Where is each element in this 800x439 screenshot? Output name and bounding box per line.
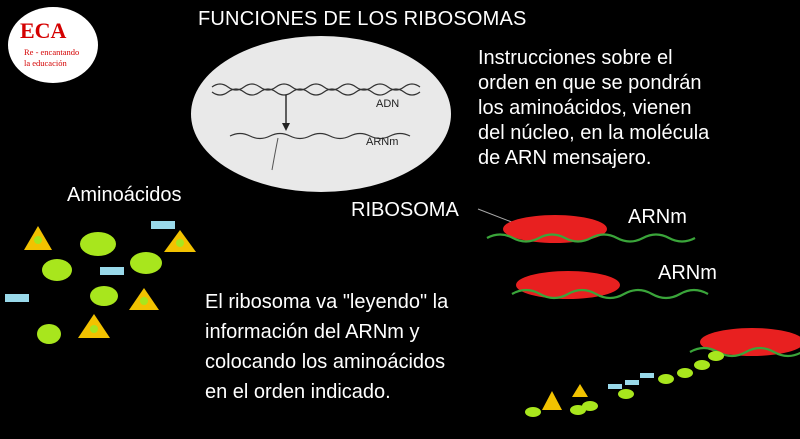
mrna-strand-nucleus (229, 132, 411, 140)
amino-green-oval (90, 286, 118, 306)
amino-blue-bar (151, 221, 175, 229)
chain-yellow-triangle (542, 391, 562, 410)
amino-green-oval (37, 324, 61, 344)
instructions-line: Instrucciones sobre el (478, 47, 673, 69)
arrow-head (282, 123, 290, 131)
page-title: FUNCIONES DE LOS RIBOSOMAS (198, 8, 527, 30)
instructions-line: de ARN mensajero. (478, 147, 652, 169)
dna-strand-top (211, 83, 421, 91)
amino-blue-bar (100, 267, 124, 275)
mrna-strand-2 (511, 288, 709, 300)
instructions-line: orden en que se pondrán (478, 72, 702, 94)
chain-yellow-triangle (572, 384, 588, 397)
ribosome-3 (700, 328, 800, 356)
instructions-text: Instrucciones sobre el orden en que se p… (478, 46, 798, 171)
nucleus-arnm-label: ARNm (366, 136, 398, 148)
reading-line: El ribosoma va "leyendo" la (205, 291, 449, 313)
chain-green-oval (582, 401, 598, 411)
logo-title: ECA (20, 18, 67, 43)
chain-green-oval (618, 389, 634, 399)
amino-green-oval (80, 232, 116, 256)
instructions-line: del núcleo, en la molécula (478, 122, 710, 144)
chain-green-oval (570, 405, 586, 415)
chain-blue-bar (625, 380, 639, 385)
eca-logo: ECA Re - encantando la educación (8, 7, 98, 83)
instructions-line: los aminoácidos, vienen (478, 97, 692, 119)
mrna-tail (271, 137, 279, 171)
nucleus-diagram: ADN ARNm (191, 36, 451, 192)
arnm-label-1: ARNm (628, 206, 687, 228)
mrna-strand-3 (689, 346, 800, 358)
reading-line: colocando los aminoácidos (205, 351, 446, 373)
chain-green-oval (525, 407, 541, 417)
ribosoma-label: RIBOSOMA (351, 199, 459, 221)
ribosome-1 (503, 215, 607, 243)
chain-green-oval (658, 374, 674, 384)
dna-label: ADN (376, 98, 399, 110)
amino-acids-cluster (5, 221, 196, 344)
chain-blue-bar (608, 384, 622, 389)
logo-line-2: la educación (24, 58, 67, 68)
dna-strand-bottom (211, 88, 421, 96)
amino-green-oval (42, 259, 72, 281)
reading-line: en el orden indicado. (205, 381, 391, 403)
nucleus-oval (191, 36, 451, 192)
mrna-strand-1 (486, 233, 696, 243)
reading-text: El ribosoma va "leyendo" la información … (205, 287, 535, 407)
logo-line-1: Re - encantando (24, 47, 79, 57)
chain-blue-bar (640, 373, 654, 378)
amino-acids-label: Aminoácidos (67, 184, 182, 206)
chain-green-oval (677, 368, 693, 378)
reading-line: información del ARNm y (205, 321, 420, 343)
amino-green-oval (130, 252, 162, 274)
amino-blue-bar (5, 294, 29, 302)
chain-green-oval (708, 351, 724, 361)
chain-green-oval (694, 360, 710, 370)
arnm-label-2: ARNm (658, 262, 717, 284)
polypeptide-chain (525, 351, 724, 417)
